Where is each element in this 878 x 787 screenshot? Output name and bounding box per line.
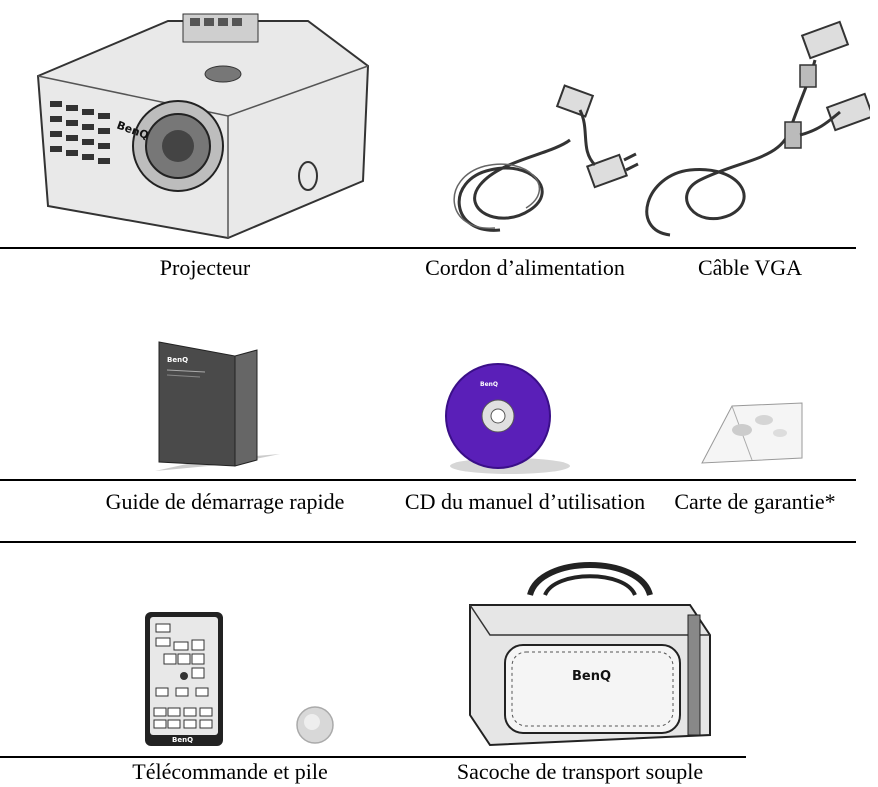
caption-quick-start-guide: Guide de démarrage rapide xyxy=(105,489,345,514)
svg-text:BenQ: BenQ xyxy=(572,669,611,684)
projector-image: BenQ xyxy=(18,6,388,246)
table-rule xyxy=(0,541,856,543)
caption-remote-control: Télécommande et pile xyxy=(132,759,328,784)
svg-text:BenQ: BenQ xyxy=(172,736,193,744)
user-manual-cd-image: BenQ xyxy=(420,358,580,478)
warranty-card-image xyxy=(692,398,812,473)
caption-user-manual-cd: CD du manuel d’utilisation xyxy=(404,489,646,514)
caption-soft-carry-case: Sacoche de transport souple xyxy=(456,759,704,784)
power-cord-image xyxy=(440,60,640,250)
table-rule xyxy=(0,247,856,249)
svg-text:BenQ: BenQ xyxy=(167,356,188,364)
remote-control-image: BenQ xyxy=(140,610,280,750)
svg-text:BenQ: BenQ xyxy=(480,381,498,388)
table-rule xyxy=(0,479,856,481)
caption-warranty-card: Carte de garantie* xyxy=(674,489,836,514)
quick-start-guide-image: BenQ xyxy=(145,336,285,476)
table-rule xyxy=(0,756,746,758)
caption-power-cord: Cordon d’alimentation xyxy=(425,255,625,280)
caption-projector: Projecteur xyxy=(159,255,251,280)
vga-cable-image xyxy=(640,10,875,250)
caption-vga-cable: Câble VGA xyxy=(697,255,803,280)
soft-carry-case-image: BenQ xyxy=(460,545,720,755)
battery-image xyxy=(290,700,340,750)
